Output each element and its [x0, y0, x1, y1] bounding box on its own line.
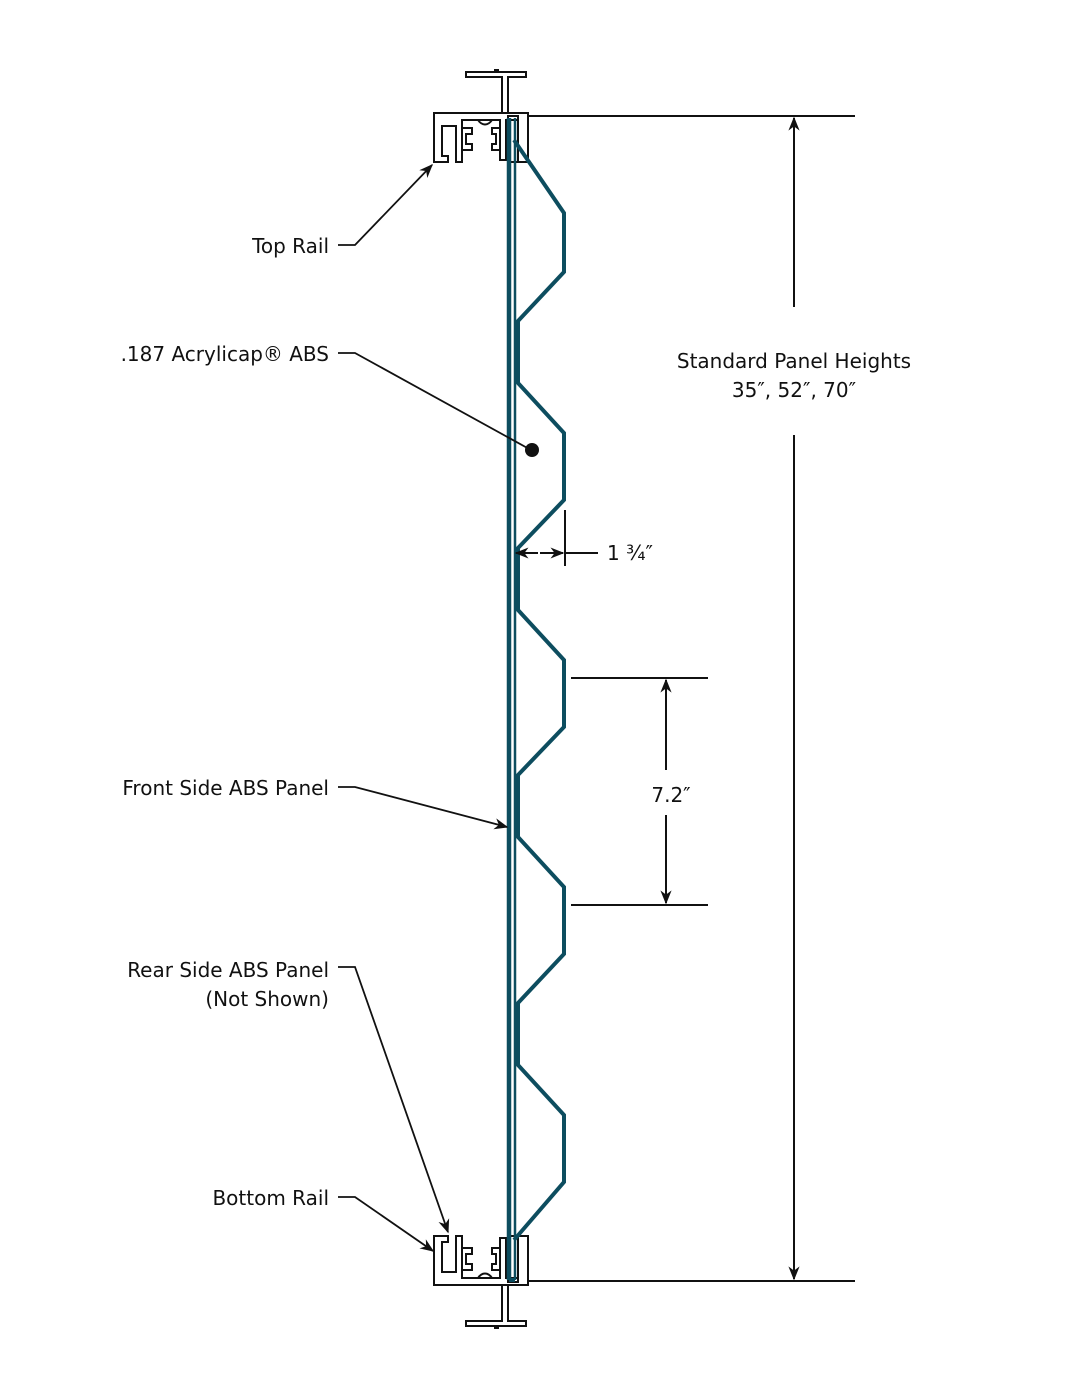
- abs-panel: [506, 118, 566, 1282]
- front-panel-label: Front Side ABS Panel: [122, 776, 329, 800]
- panel-heights-values: 35″, 52″, 70″: [732, 378, 856, 402]
- panel-height-dimension: [528, 115, 855, 1282]
- corrugated-profile: [512, 138, 566, 1242]
- bottom-rail-leader: [338, 1196, 435, 1252]
- top-rail-leader: [338, 163, 433, 246]
- acrylicap-dot: [525, 443, 539, 457]
- top-rail-label: Top Rail: [251, 234, 329, 258]
- depth-dimension-label: 1 ¾″: [607, 541, 653, 565]
- front-panel-leader: [338, 786, 509, 830]
- acrylicap-leader: [338, 352, 539, 457]
- pitch-dimension-label: 7.2″: [651, 783, 690, 807]
- depth-dimension: [514, 510, 598, 566]
- pitch-dimension: [571, 677, 708, 906]
- rear-panel-leader: [338, 966, 450, 1234]
- panel-heights-title: Standard Panel Heights: [677, 349, 911, 373]
- acrylicap-label: .187 Acrylicap® ABS: [121, 342, 329, 366]
- bottom-rail-label: Bottom Rail: [212, 1186, 329, 1210]
- rear-panel-label: Rear Side ABS Panel: [127, 958, 329, 982]
- rear-panel-note: (Not Shown): [205, 987, 329, 1011]
